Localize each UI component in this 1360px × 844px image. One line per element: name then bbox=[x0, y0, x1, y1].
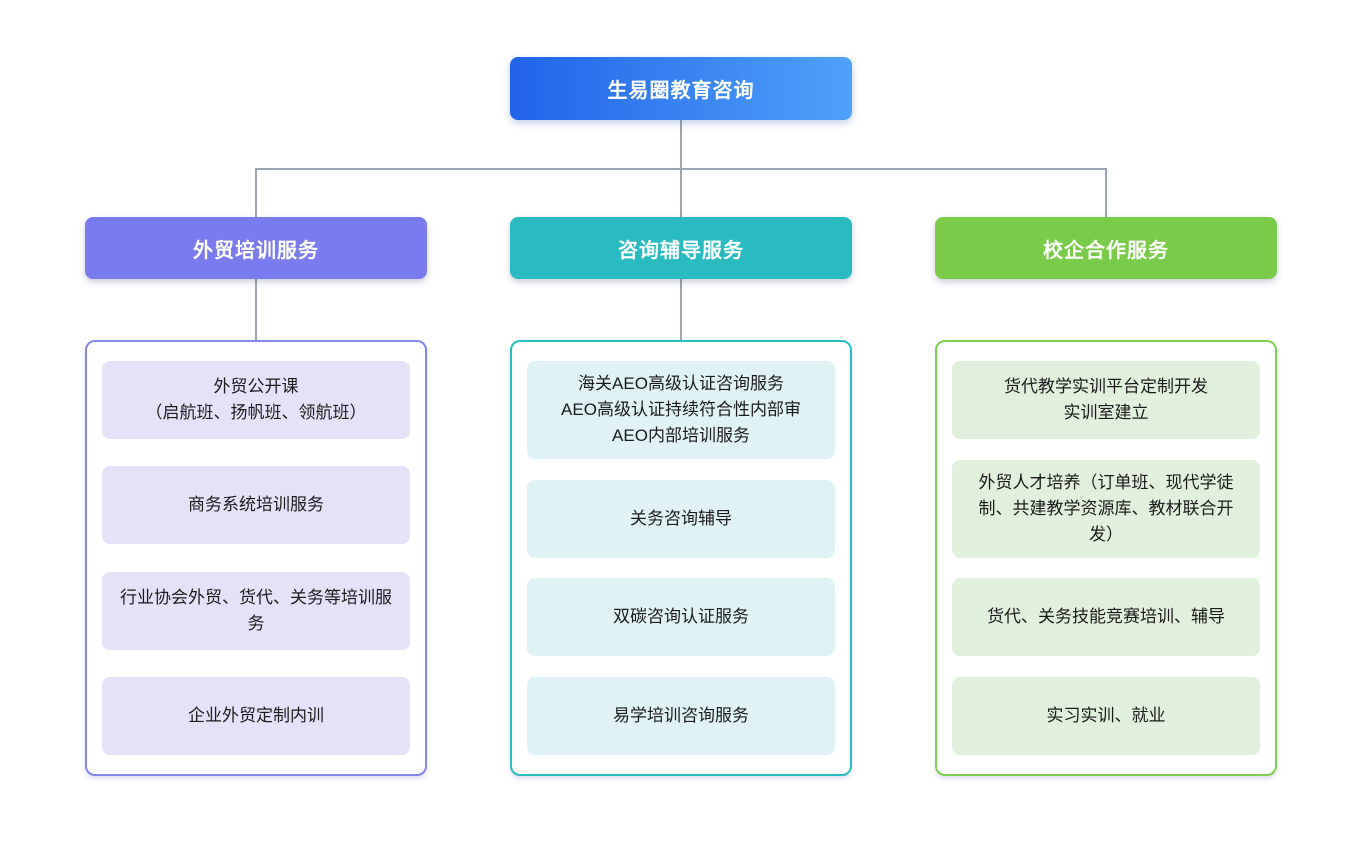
connector-drop-center bbox=[680, 168, 682, 217]
service-item: 商务系统培训服务 bbox=[102, 466, 410, 545]
service-item: 关务咨询辅导 bbox=[527, 479, 835, 558]
service-item: 行业协会外贸、货代、关务等培训服务 bbox=[102, 571, 410, 650]
branch-foreign-trade-training: 外贸培训服务 外贸公开课 （启航班、扬帆班、领航班） 商务系统培训服务行业协会外贸… bbox=[85, 217, 427, 776]
root-node: 生易圈教育咨询 bbox=[510, 57, 852, 120]
branch-school-enterprise-cooperation: 校企合作服务 货代教学实训平台定制开发 实训室建立外贸人才培养（订单班、现代学徒… bbox=[935, 217, 1277, 776]
connector-root-down bbox=[680, 120, 682, 168]
service-item: 易学培训咨询服务 bbox=[527, 676, 835, 755]
service-list: 货代教学实训平台定制开发 实训室建立外贸人才培养（订单班、现代学徒制、共建教学资… bbox=[935, 340, 1277, 776]
root-node-label: 生易圈教育咨询 bbox=[607, 80, 755, 102]
service-list: 外贸公开课 （启航班、扬帆班、领航班） 商务系统培训服务行业协会外贸、货代、关务等… bbox=[85, 340, 427, 776]
service-item: 外贸公开课 （启航班、扬帆班、领航班） bbox=[102, 361, 410, 439]
branch-header-label: 咨询辅导服务 bbox=[618, 239, 744, 262]
branch-header-label: 校企合作服务 bbox=[1043, 239, 1169, 262]
service-item: 实习实训、就业 bbox=[952, 676, 1260, 755]
service-item: 货代、关务技能竞赛培训、辅导 bbox=[952, 578, 1260, 657]
branch-header-foreign-trade-training: 外贸培训服务 bbox=[85, 217, 427, 279]
service-list: 海关AEO高级认证咨询服务 AEO高级认证持续符合性内部审 AEO内部培训服务关… bbox=[510, 340, 852, 776]
branch-header-school-enterprise-cooperation: 校企合作服务 bbox=[935, 217, 1277, 279]
branch-header-consulting-coaching: 咨询辅导服务 bbox=[510, 217, 852, 279]
connector-branch1-to-container bbox=[255, 279, 257, 340]
branch-consulting-coaching: 咨询辅导服务 海关AEO高级认证咨询服务 AEO高级认证持续符合性内部审 AEO… bbox=[510, 217, 852, 776]
branch-header-label: 外贸培训服务 bbox=[193, 239, 319, 262]
connector-branch2-to-container bbox=[680, 279, 682, 340]
connector-drop-right bbox=[1105, 168, 1107, 217]
service-item: 海关AEO高级认证咨询服务 AEO高级认证持续符合性内部审 AEO内部培训服务 bbox=[527, 361, 835, 459]
connector-drop-left bbox=[255, 168, 257, 217]
service-item: 双碳咨询认证服务 bbox=[527, 578, 835, 657]
service-item: 外贸人才培养（订单班、现代学徒制、共建教学资源库、教材联合开发） bbox=[952, 459, 1260, 558]
service-item: 企业外贸定制内训 bbox=[102, 676, 410, 755]
service-item: 货代教学实训平台定制开发 实训室建立 bbox=[952, 361, 1260, 439]
